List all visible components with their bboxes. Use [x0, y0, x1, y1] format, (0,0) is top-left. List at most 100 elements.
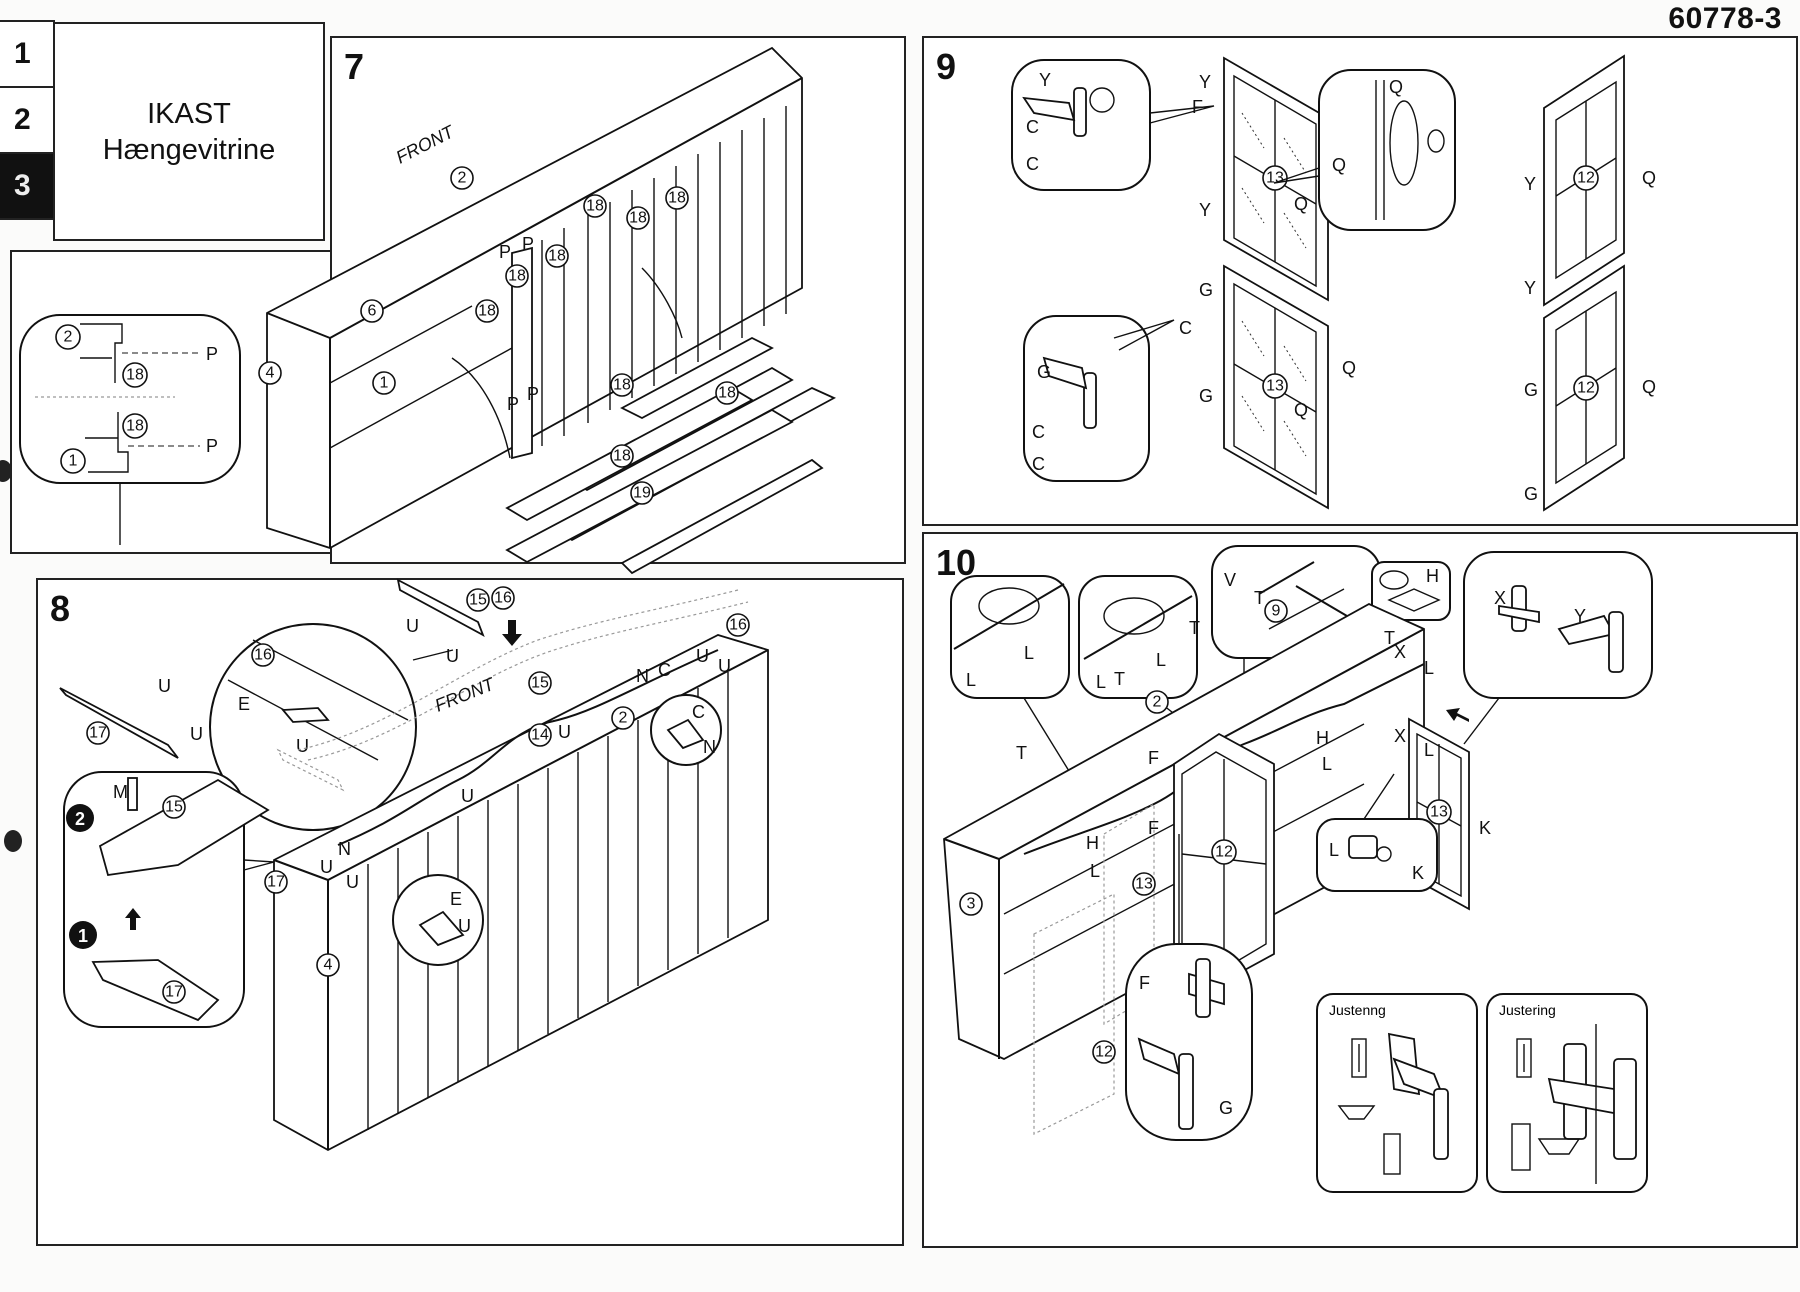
part-callout: 18	[610, 373, 634, 397]
diagram-shape	[1363, 773, 1395, 820]
diagram-shape	[715, 381, 739, 405]
diagram-shape: 14	[528, 723, 552, 747]
diagram-label: F	[1148, 748, 1159, 768]
diagram-shape	[1283, 137, 1307, 174]
diagram-label: T	[1114, 669, 1125, 689]
diagram-label: 15	[531, 675, 549, 692]
page-tab-2[interactable]: 2	[0, 86, 55, 154]
diagram-shape	[1092, 1040, 1116, 1064]
diagram-shape	[545, 244, 569, 268]
diagram-shape	[1348, 835, 1378, 859]
adjust-title: Justenng	[1329, 1002, 1386, 1018]
diagram-shape	[86, 721, 110, 745]
diagram-shape	[475, 299, 499, 323]
diagram-label: 15	[165, 799, 183, 816]
diagram-shape	[1283, 420, 1307, 457]
diagram-shape	[620, 458, 824, 575]
diagram-label: 16	[494, 590, 512, 607]
diagram-label: 1	[69, 453, 78, 470]
sub-step-2: 2	[75, 809, 85, 829]
diagram-label: 18	[668, 190, 686, 207]
step8-drawing: 17 U U 16 E U 16 U U 15	[59, 578, 769, 1152]
diagram-label: L	[1424, 740, 1434, 760]
diagram-shape	[1555, 290, 1617, 485]
diagram-shape: 12	[1211, 839, 1237, 865]
diagram-shape: 9	[1264, 599, 1288, 623]
diagram-label: 17	[267, 874, 285, 891]
diagram-shape	[1149, 105, 1215, 124]
screw-label: C	[1026, 117, 1039, 137]
diagram-label: 1	[380, 375, 389, 392]
diagram-label: 14	[531, 727, 549, 744]
up-arrow-icon	[125, 908, 141, 930]
diagram-shape	[91, 959, 220, 1022]
diagram-label: 6	[368, 303, 377, 320]
fastener-label: P	[527, 384, 539, 404]
diagram-label: U	[458, 916, 471, 936]
part-callout: 18	[505, 264, 529, 288]
diagram-label: U	[696, 646, 709, 666]
diagram-shape	[1132, 872, 1156, 896]
diagram-shape	[1498, 604, 1540, 624]
screw-label: C	[1032, 454, 1045, 474]
diagram-shape	[1178, 1053, 1194, 1130]
diagram-shape	[162, 980, 186, 1004]
diagram-label: Y	[1574, 606, 1586, 626]
diagram-shape	[1573, 375, 1599, 401]
diagram-label: T	[1016, 743, 1027, 763]
page-tab-3[interactable]: 3	[0, 152, 55, 220]
part-callout: 19	[630, 481, 654, 505]
part-callout: 18	[610, 444, 634, 468]
diagram-shape	[1387, 588, 1441, 612]
diagram-shape: 15	[528, 671, 552, 695]
diagram-label: 12	[1095, 1044, 1113, 1061]
rail-16-detail	[209, 623, 417, 831]
diagram-shape	[626, 206, 650, 230]
hinge-label: Y	[1524, 278, 1536, 298]
diagram-shape: 13	[1262, 373, 1288, 399]
diagram-label: 18	[126, 418, 144, 435]
part-callout: 1	[372, 371, 396, 395]
diagram-shape: 17	[264, 870, 288, 894]
diagram-shape	[666, 718, 705, 750]
diagram-shape	[243, 859, 275, 871]
diagram-shape	[528, 723, 552, 747]
diagram-label: 4	[266, 365, 275, 382]
diagram-shape	[69, 921, 97, 949]
diagram-label: 18	[629, 210, 647, 227]
leader-line	[641, 267, 683, 339]
diagram-shape	[1042, 356, 1088, 390]
arrow-icon	[1446, 708, 1469, 722]
shelf-edge	[329, 305, 473, 384]
diagram-shape: 12	[1573, 375, 1599, 401]
diagram-label: 9	[1272, 603, 1281, 620]
diagram-label: 16	[254, 647, 272, 664]
diagram-label: L	[1090, 861, 1100, 881]
step-9-panel: 9 Y C C G C C 13 Y F Y Q Q	[922, 36, 1798, 526]
diagram-label: 13	[1135, 876, 1153, 893]
diagram-label: T	[1254, 588, 1265, 608]
front-label: FRONT	[393, 121, 459, 168]
diagram-shape	[1427, 129, 1445, 153]
knob-label: Q	[1294, 400, 1308, 420]
hinge-label: Y	[1199, 72, 1211, 92]
diagram-label: U	[406, 616, 419, 636]
diagram-shape	[1083, 595, 1193, 660]
diagram-shape: 13	[1426, 799, 1452, 825]
page-tab-1[interactable]: 1	[0, 20, 55, 88]
diagram-label: 16	[729, 617, 747, 634]
diagram-label: 18	[613, 377, 631, 394]
step-number: 7	[344, 46, 365, 87]
diagram-label: E	[450, 889, 462, 909]
diagram-shape	[610, 373, 634, 397]
diagram-label: 19	[633, 485, 651, 502]
step9-drawing: Y C C G C C 13 Y F Y Q Q	[1011, 54, 1656, 512]
step7-joint-detail: 2 18 18 1 P P	[19, 314, 241, 545]
knob-label: Q	[1642, 377, 1656, 397]
diagram-shape	[620, 336, 774, 420]
diagram-label: L	[1329, 840, 1339, 860]
diagram-shape: 4	[316, 953, 340, 977]
diagram-shape	[264, 870, 288, 894]
diagram-label: X	[1394, 642, 1406, 662]
diagram-shape	[122, 413, 148, 439]
